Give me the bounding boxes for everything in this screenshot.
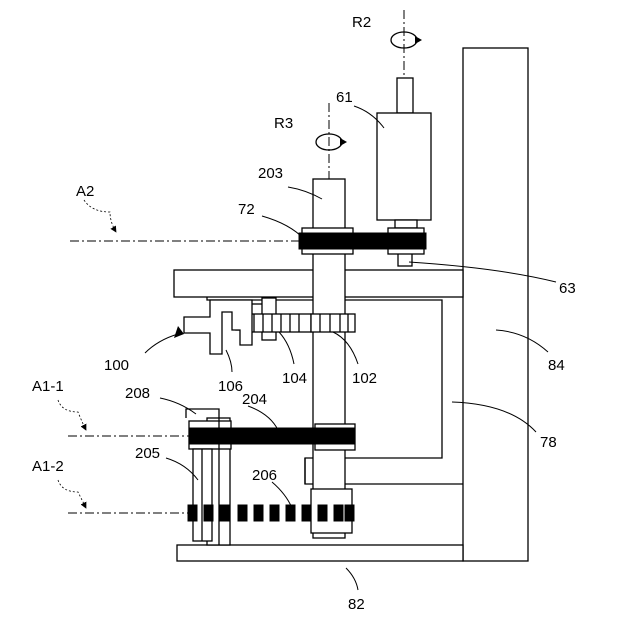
label-72: 72 [238, 201, 255, 218]
frame-84 [463, 48, 528, 561]
belt-72 [299, 233, 426, 249]
label-203: 203 [258, 165, 283, 182]
label-a1-1: A1-1 [32, 378, 64, 395]
label-61: 61 [336, 89, 353, 106]
leader-106 [226, 350, 232, 372]
label-104: 104 [282, 370, 307, 387]
leader-206 [272, 482, 292, 508]
label-106: 106 [218, 378, 243, 395]
label-206: 206 [252, 467, 277, 484]
arrow-100-head [174, 326, 184, 338]
label-a2: A2 [76, 183, 94, 200]
motor-61 [377, 113, 431, 220]
leader-204 [248, 406, 278, 430]
arrow-a1-2 [58, 480, 86, 508]
leader-72 [262, 216, 304, 239]
motor-neck [395, 220, 417, 228]
arrow-a1-1 [58, 400, 86, 430]
belt-204 [189, 428, 355, 444]
part-106 [184, 300, 252, 354]
label-84: 84 [548, 357, 565, 374]
label-82: 82 [348, 596, 365, 613]
label-205: 205 [135, 445, 160, 462]
leader-82 [346, 568, 358, 590]
label-r2: R2 [352, 14, 371, 31]
label-102: 102 [352, 370, 377, 387]
base-plate-82 [177, 545, 463, 561]
label-208: 208 [125, 385, 150, 402]
label-r3: R3 [274, 115, 293, 132]
motor-stem [397, 78, 413, 113]
label-100: 100 [104, 357, 129, 374]
rotation-r3-icon [316, 134, 347, 150]
leader-208 [160, 398, 196, 414]
label-a1-2: A1-2 [32, 458, 64, 475]
shaft-203 [313, 179, 345, 231]
arrow-100 [145, 334, 178, 353]
gear-104 [245, 314, 311, 332]
arrow-a2 [84, 200, 116, 232]
rotation-r2-icon [391, 32, 422, 48]
label-63: 63 [559, 280, 576, 297]
label-78: 78 [540, 434, 557, 451]
label-204: 204 [242, 391, 267, 408]
leader-104 [279, 332, 294, 364]
